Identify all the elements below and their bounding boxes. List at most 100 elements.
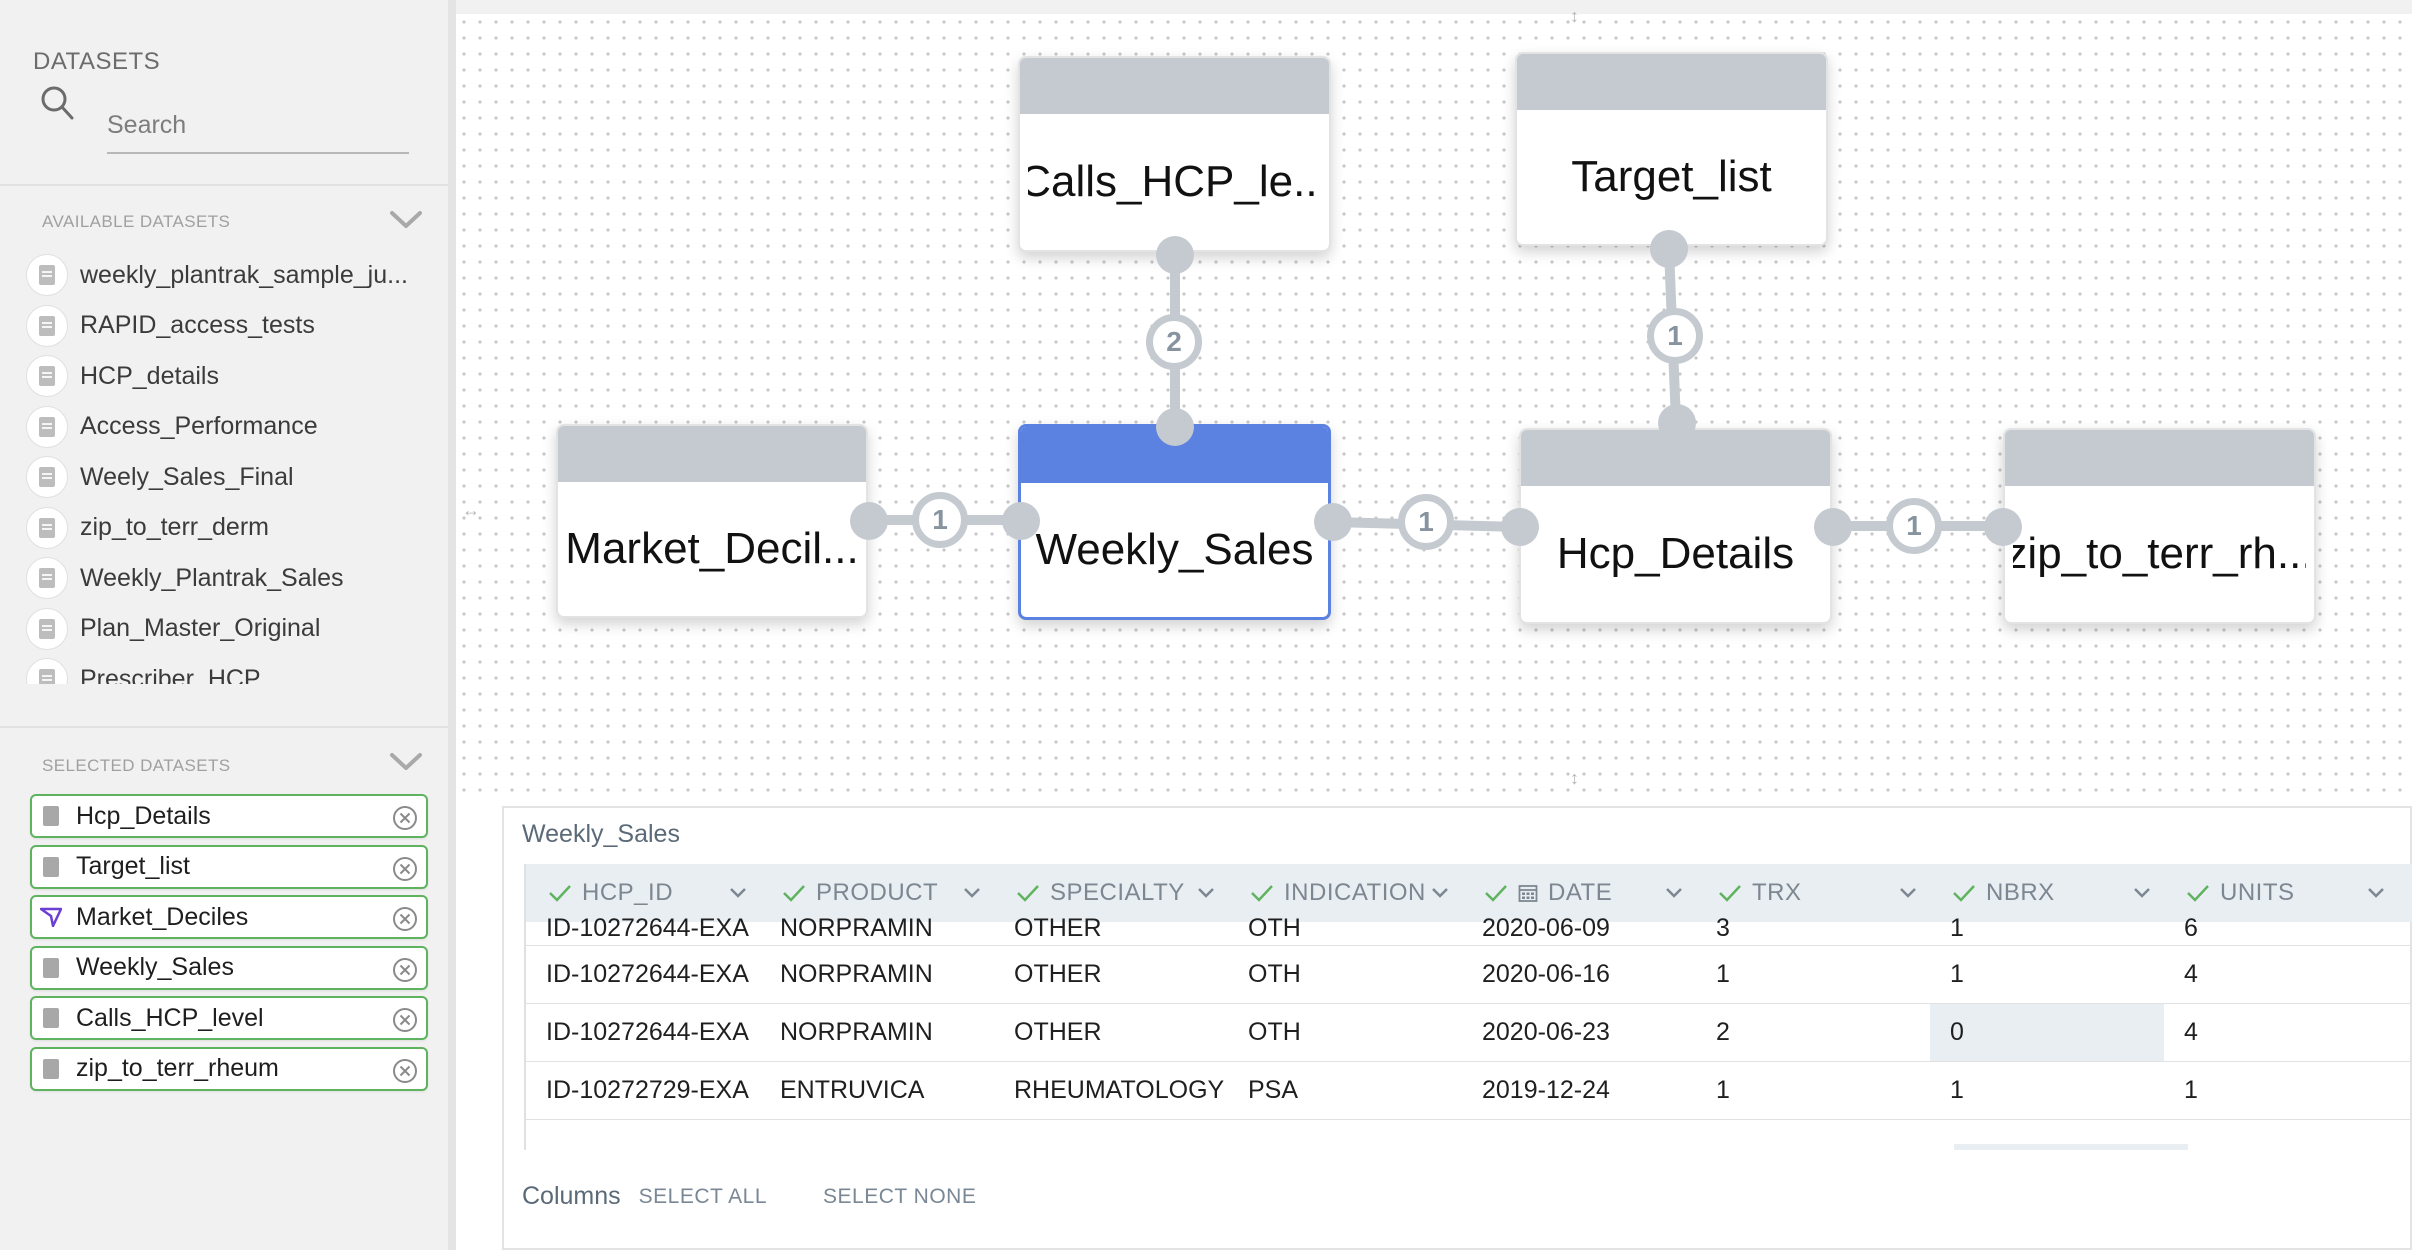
connector-handle[interactable] xyxy=(1814,508,1852,546)
list-item[interactable]: Prescriber_HCP xyxy=(26,654,426,684)
dataset-node-zip-to-terr-rheum[interactable]: zip_to_terr_rh... xyxy=(2003,428,2316,624)
node-header[interactable] xyxy=(558,426,866,482)
selected-dataset-chip[interactable]: Target_list xyxy=(30,844,428,889)
chevron-down-icon[interactable] xyxy=(1664,886,1684,900)
node-header[interactable] xyxy=(2005,430,2314,486)
table-cell: ENTRUVICA xyxy=(780,1076,925,1104)
available-datasets-list[interactable]: weekly_plantrak_sample_ju... RAPID_acces… xyxy=(26,250,426,684)
remove-icon[interactable] xyxy=(392,1058,418,1084)
column-header-product[interactable]: PRODUCT xyxy=(760,864,994,922)
connector-handle[interactable] xyxy=(1002,502,1040,540)
selected-datasets-heading: SELECTED DATASETS xyxy=(42,756,231,775)
list-item[interactable]: HCP_details xyxy=(26,351,426,402)
list-item[interactable]: Weely_Sales_Final xyxy=(26,452,426,503)
selected-dataset-chip[interactable]: zip_to_terr_rheum xyxy=(30,1046,428,1091)
column-header-indication[interactable]: INDICATION xyxy=(1228,864,1462,922)
horizontal-scrollbar[interactable] xyxy=(1954,1144,2188,1150)
table-row[interactable]: ID-10272644-EXA NORPRAMIN OTHER OTH 2020… xyxy=(526,946,2412,1004)
list-item[interactable]: Access_Performance xyxy=(26,402,426,453)
connector-handle[interactable] xyxy=(1650,230,1688,268)
join-count-badge[interactable]: 1 xyxy=(1886,498,1942,554)
dataset-node-weekly-sales[interactable]: Weekly_Sales xyxy=(1018,424,1331,620)
dataset-node-market-deciles[interactable]: Market_Decil... xyxy=(556,424,868,618)
table-row[interactable]: ID-10272644-EXA NORPRAMIN OTHER OTH 2020… xyxy=(526,1004,2412,1062)
list-item[interactable]: zip_to_terr_derm xyxy=(26,503,426,554)
chevron-down-icon[interactable] xyxy=(1196,886,1216,900)
connector-handle[interactable] xyxy=(850,502,888,540)
remove-icon[interactable] xyxy=(392,906,418,932)
list-item[interactable]: weekly_plantrak_sample_ju... xyxy=(26,250,426,301)
preview-table[interactable]: HCP_ID PRODUCT SPECIALTY INDICATION xyxy=(524,864,2412,1150)
check-icon[interactable] xyxy=(1250,883,1274,903)
node-title: Calls_HCP_le... xyxy=(1028,157,1321,206)
check-icon[interactable] xyxy=(1718,883,1742,903)
chevron-down-icon[interactable] xyxy=(388,208,424,232)
selected-dataset-chip[interactable]: Market_Deciles xyxy=(30,895,428,939)
selected-dataset-chip[interactable]: Weekly_Sales xyxy=(30,945,428,990)
column-header-date[interactable]: DATE xyxy=(1462,864,1696,922)
remove-icon[interactable] xyxy=(392,805,418,831)
connector-handle[interactable] xyxy=(1156,408,1194,446)
list-item[interactable]: Weekly_Plantrak_Sales xyxy=(26,553,426,604)
check-icon[interactable] xyxy=(1484,883,1508,903)
column-header-hcp-id[interactable]: HCP_ID xyxy=(526,864,760,922)
select-all-button[interactable]: SELECT ALL xyxy=(638,1184,768,1208)
node-header[interactable] xyxy=(1517,54,1826,110)
dataset-label: Weekly_Plantrak_Sales xyxy=(80,563,344,592)
table-row[interactable]: ID-10272644-EXA NORPRAMIN OTHER OTH 2020… xyxy=(526,914,2412,946)
chevron-down-icon[interactable] xyxy=(2132,886,2152,900)
connector-handle[interactable] xyxy=(1156,236,1194,274)
dataset-node-target-list[interactable]: Target_list xyxy=(1515,52,1828,246)
node-title: Hcp_Details xyxy=(1556,529,1795,578)
resize-handle-top-icon[interactable]: ↕ xyxy=(1570,6,1579,26)
selected-dataset-chip[interactable]: Calls_HCP_level xyxy=(30,996,428,1040)
connector-handle[interactable] xyxy=(1314,503,1352,541)
join-count-badge[interactable]: 1 xyxy=(1647,308,1703,364)
table-cell: 2 xyxy=(1716,1018,1730,1046)
remove-icon[interactable] xyxy=(392,856,418,882)
check-icon[interactable] xyxy=(1952,883,1976,903)
dataset-label: Prescriber_HCP xyxy=(80,664,261,684)
column-header-specialty[interactable]: SPECIALTY xyxy=(994,864,1228,922)
join-count-badge[interactable]: 2 xyxy=(1146,314,1202,370)
table-cell-highlighted[interactable]: 0 xyxy=(1930,1004,2164,1061)
connector-handle[interactable] xyxy=(1501,508,1539,546)
check-icon[interactable] xyxy=(1016,883,1040,903)
chevron-down-icon[interactable] xyxy=(1898,886,1918,900)
search-icon[interactable] xyxy=(40,84,74,124)
file-icon xyxy=(40,856,62,878)
column-label: TRX xyxy=(1752,879,1802,906)
node-header[interactable] xyxy=(1020,58,1329,114)
list-item[interactable]: RAPID_access_tests xyxy=(26,301,426,352)
chevron-down-icon[interactable] xyxy=(728,886,748,900)
check-icon[interactable] xyxy=(548,883,572,903)
chevron-down-icon[interactable] xyxy=(388,750,424,774)
chevron-down-icon[interactable] xyxy=(1430,886,1450,900)
dataset-node-hcp-details[interactable]: Hcp_Details xyxy=(1519,428,1832,624)
connector-handle[interactable] xyxy=(1658,404,1696,442)
resize-handle-bottom-icon[interactable]: ↕ xyxy=(1570,768,1579,788)
resize-handle-left-icon[interactable]: ↔ xyxy=(462,500,480,520)
connector-handle[interactable] xyxy=(1984,508,2022,546)
join-count-badge[interactable]: 1 xyxy=(1398,494,1454,550)
dataset-node-calls-hcp-level[interactable]: Calls_HCP_le... xyxy=(1018,56,1331,252)
column-header-nbrx[interactable]: NBRX xyxy=(1930,864,2164,922)
table-cell: ID-10272644-EXA xyxy=(546,1018,749,1046)
selected-dataset-chip[interactable]: Hcp_Details xyxy=(30,794,428,838)
table-body[interactable]: ID-10272644-EXA NORPRAMIN OTHER OTH 2020… xyxy=(526,914,2412,1120)
remove-icon[interactable] xyxy=(392,1007,418,1033)
select-none-button[interactable]: SELECT NONE xyxy=(823,1184,977,1208)
remove-icon[interactable] xyxy=(392,957,418,983)
join-canvas[interactable] xyxy=(456,14,2412,804)
chevron-down-icon[interactable] xyxy=(962,886,982,900)
column-header-units[interactable]: UNITS xyxy=(2164,864,2398,922)
search-input[interactable] xyxy=(107,98,409,154)
table-row[interactable]: ID-10272729-EXA ENTRUVICA RHEUMATOLOGY P… xyxy=(526,1062,2412,1120)
check-icon[interactable] xyxy=(2186,883,2210,903)
check-icon[interactable] xyxy=(782,883,806,903)
join-count-badge[interactable]: 1 xyxy=(912,492,968,548)
chevron-down-icon[interactable] xyxy=(2366,886,2386,900)
list-item[interactable]: Plan_Master_Original xyxy=(26,604,426,655)
column-label: NBRX xyxy=(1986,879,2055,906)
column-header-trx[interactable]: TRX xyxy=(1696,864,1930,922)
